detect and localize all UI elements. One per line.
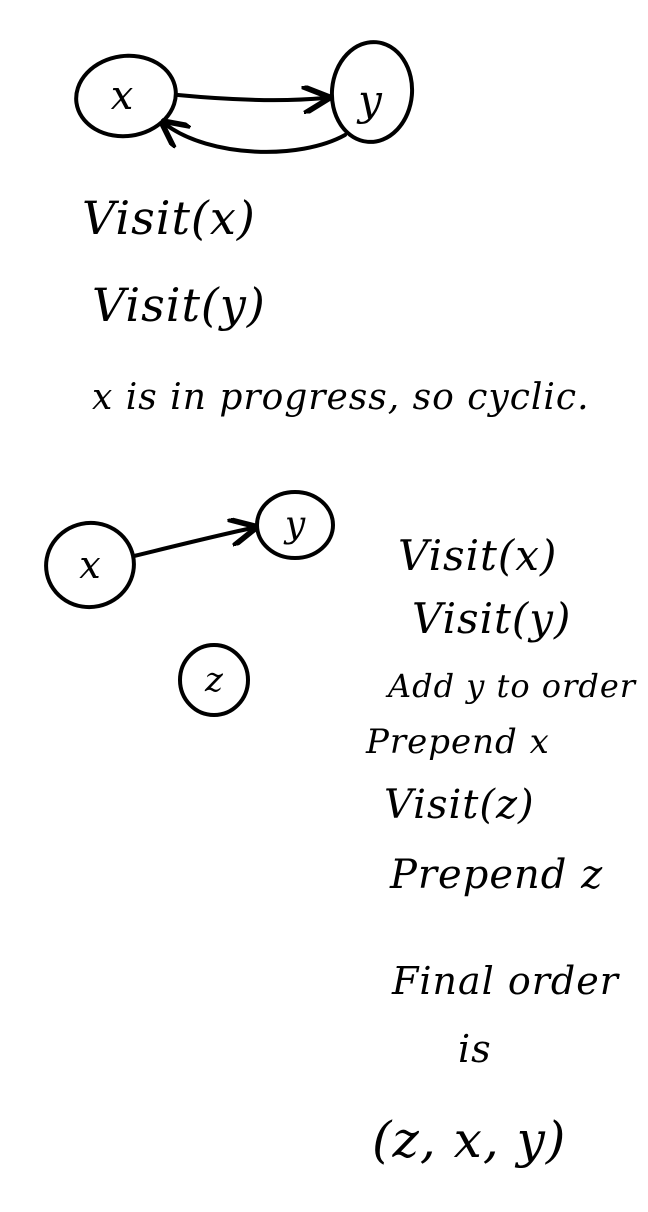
graph2-node-z: z [178,643,250,717]
graph2: x y z [44,490,335,717]
graph2-edge-x-to-y [132,528,252,558]
graph1-step-2: Visit(y) [92,278,266,332]
graph1-step-3: x is in progress, so cyclic. [92,377,590,418]
graph2-step-2: Visit(y) [412,594,572,643]
graph1: x y [74,40,415,154]
final-order-label: Final order [392,959,619,1003]
graph2-step-6: Prepend z [390,852,604,898]
graph2-step-5: Visit(z) [384,782,535,828]
graph1-node-x-label: x [111,73,134,119]
graph2-node-y: y [255,490,335,560]
graph1-edge-y-to-x [165,124,347,154]
graph1-step-1: Visit(x) [82,191,256,245]
graph2-step-1: Visit(x) [398,531,558,580]
graph2-node-x: x [44,520,136,610]
graph1-edge-x-to-y [176,95,325,100]
graph2-step-4: Prepend x [366,722,550,762]
graph2-step-3: Add y to order [388,667,637,705]
graph1-node-y-label: y [356,76,383,125]
graph2-node-x-label: x [79,543,100,587]
graph2-node-z-label: z [204,660,224,700]
final-order-is: is [458,1027,492,1071]
graph2-node-y-label: y [283,505,306,546]
final-order-result: (z, x, y) [372,1111,567,1169]
graph1-node-y: y [329,40,415,144]
graph1-node-x: x [74,53,178,139]
